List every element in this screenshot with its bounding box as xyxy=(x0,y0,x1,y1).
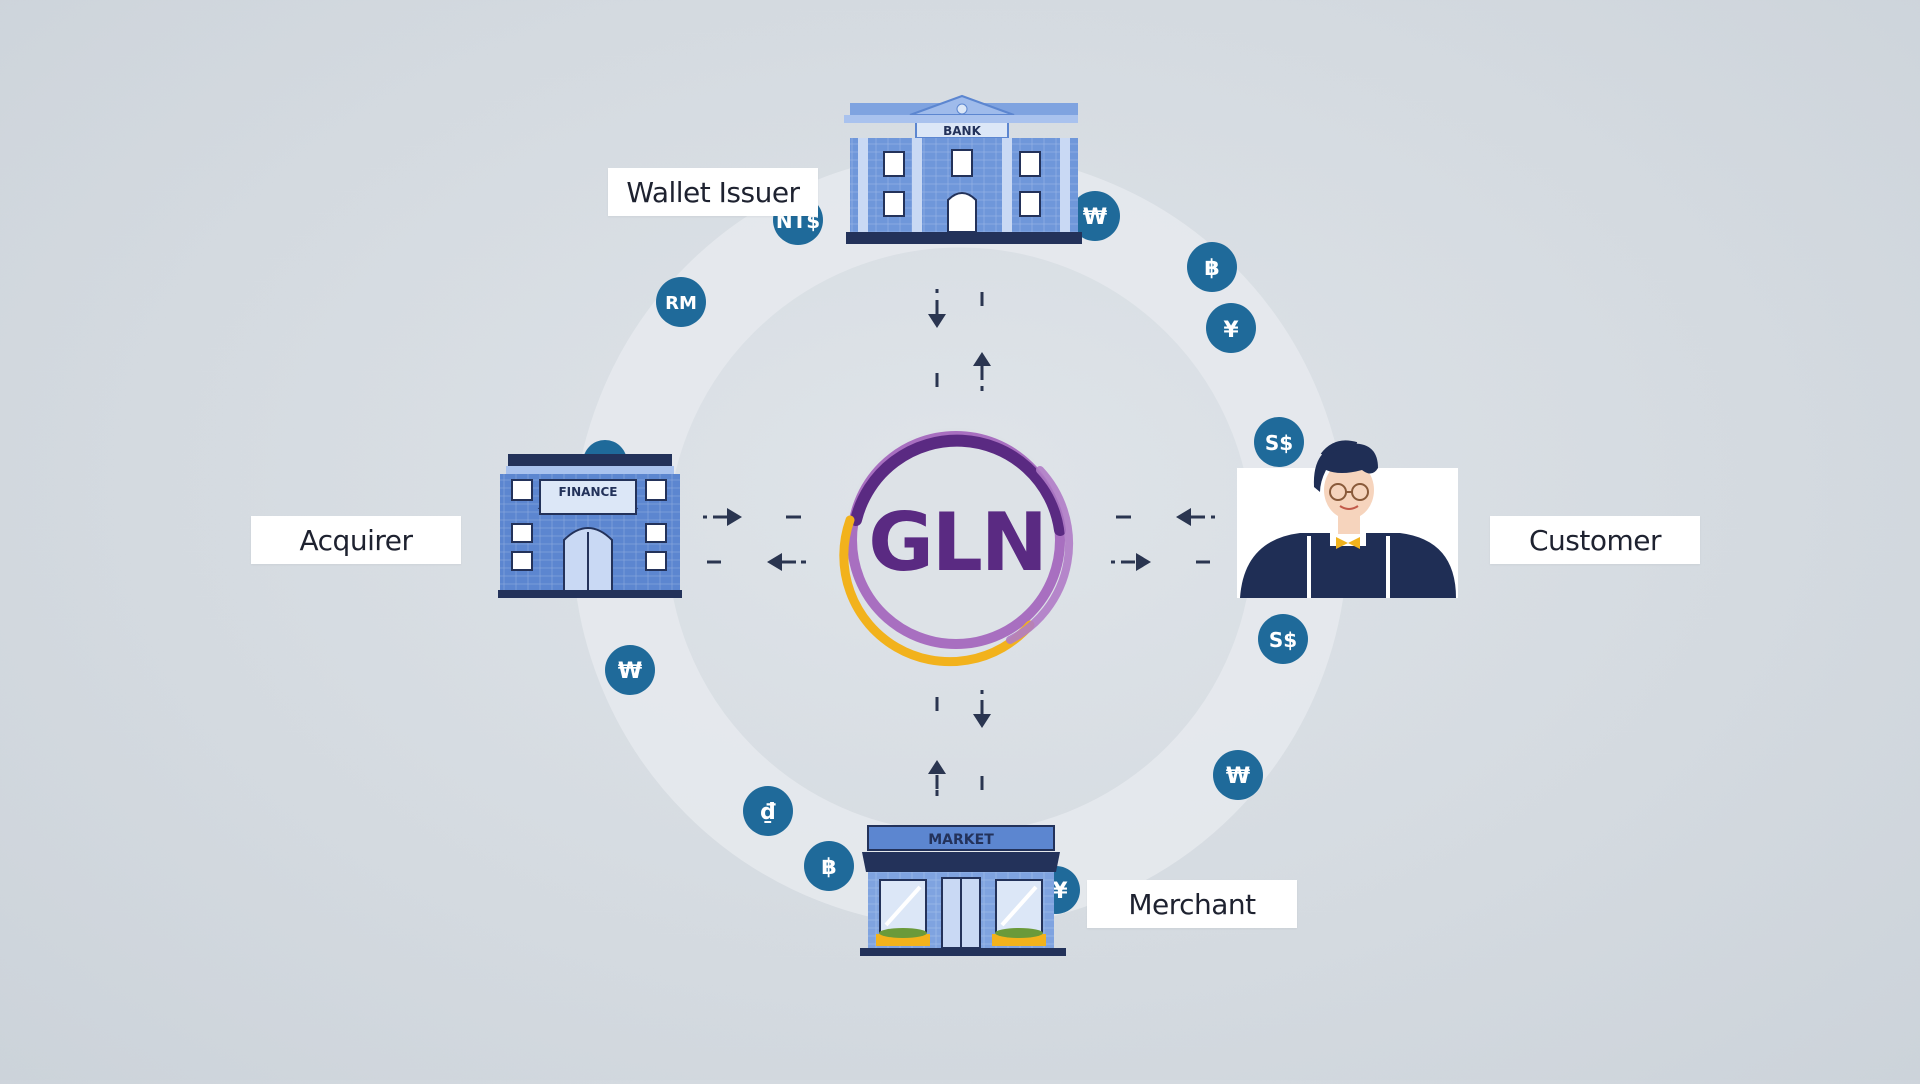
coin-jpy-top: ¥ xyxy=(1206,303,1256,353)
coin-sgd-top: S$ xyxy=(1254,417,1304,467)
finance-sign: FINANCE xyxy=(558,485,617,499)
arrow-right-icon xyxy=(727,508,742,526)
coin-jpy-bottom-label: ¥ xyxy=(1052,879,1068,904)
finance-building: FINANCE xyxy=(498,454,682,598)
coin-sgd-top-label: S$ xyxy=(1265,431,1293,455)
gln-logo: GLN xyxy=(839,428,1074,667)
coin-thb-top-label: ฿ xyxy=(1204,256,1219,281)
arrow-right-icon xyxy=(1136,553,1151,571)
arrow-down-icon xyxy=(973,714,991,728)
arrow-up-icon xyxy=(973,352,991,366)
coin-krw-right: ₩ xyxy=(1213,750,1263,800)
coin-thb-top: ฿ xyxy=(1187,242,1237,292)
arrows-left xyxy=(703,508,806,571)
acquirer-label: Acquirer xyxy=(251,516,461,564)
wallet-issuer-label: Wallet Issuer xyxy=(608,168,818,216)
market-building: MARKET xyxy=(860,825,1066,956)
coin-krw-left: ₩ xyxy=(605,645,655,695)
bank-sign: BANK xyxy=(943,124,981,138)
coin-krw-right-label: ₩ xyxy=(1226,764,1250,789)
coin-krw-left-label: ₩ xyxy=(618,659,642,684)
arrows-bottom xyxy=(928,690,991,796)
arrows-right xyxy=(1111,508,1215,571)
bank-building: BANK xyxy=(844,94,1082,244)
customer-label: Customer xyxy=(1490,516,1700,564)
merchant-label: Merchant xyxy=(1087,880,1297,928)
coin-krw-top: ₩ xyxy=(1070,191,1120,241)
coin-rm-label: RM xyxy=(665,293,697,314)
logo-ring-yellow xyxy=(839,515,1035,667)
coin-vnd-label: ₫ xyxy=(760,800,776,825)
logo-ring-purple xyxy=(850,434,1066,536)
coin-thb-bottom-label: ฿ xyxy=(821,855,836,880)
logo-text: GLN xyxy=(868,496,1046,589)
arrow-up-icon xyxy=(928,760,946,774)
arrows-top xyxy=(928,289,991,391)
coin-rm: RM xyxy=(656,277,706,327)
customer-avatar xyxy=(1237,440,1458,598)
bowtie-icon xyxy=(1336,537,1348,549)
market-sign: MARKET xyxy=(928,832,994,848)
coin-jpy-top-label: ¥ xyxy=(1223,318,1239,343)
coin-vnd: ₫ xyxy=(743,786,793,836)
arrow-left-icon xyxy=(767,553,782,571)
coin-thb-bottom: ฿ xyxy=(804,841,854,891)
coin-krw-top-label: ₩ xyxy=(1083,205,1107,230)
arrow-left-icon xyxy=(1176,508,1191,526)
coin-sgd-bottom: S$ xyxy=(1258,614,1308,664)
coin-sgd-bottom-label: S$ xyxy=(1269,628,1297,652)
arrow-down-icon xyxy=(928,314,946,328)
